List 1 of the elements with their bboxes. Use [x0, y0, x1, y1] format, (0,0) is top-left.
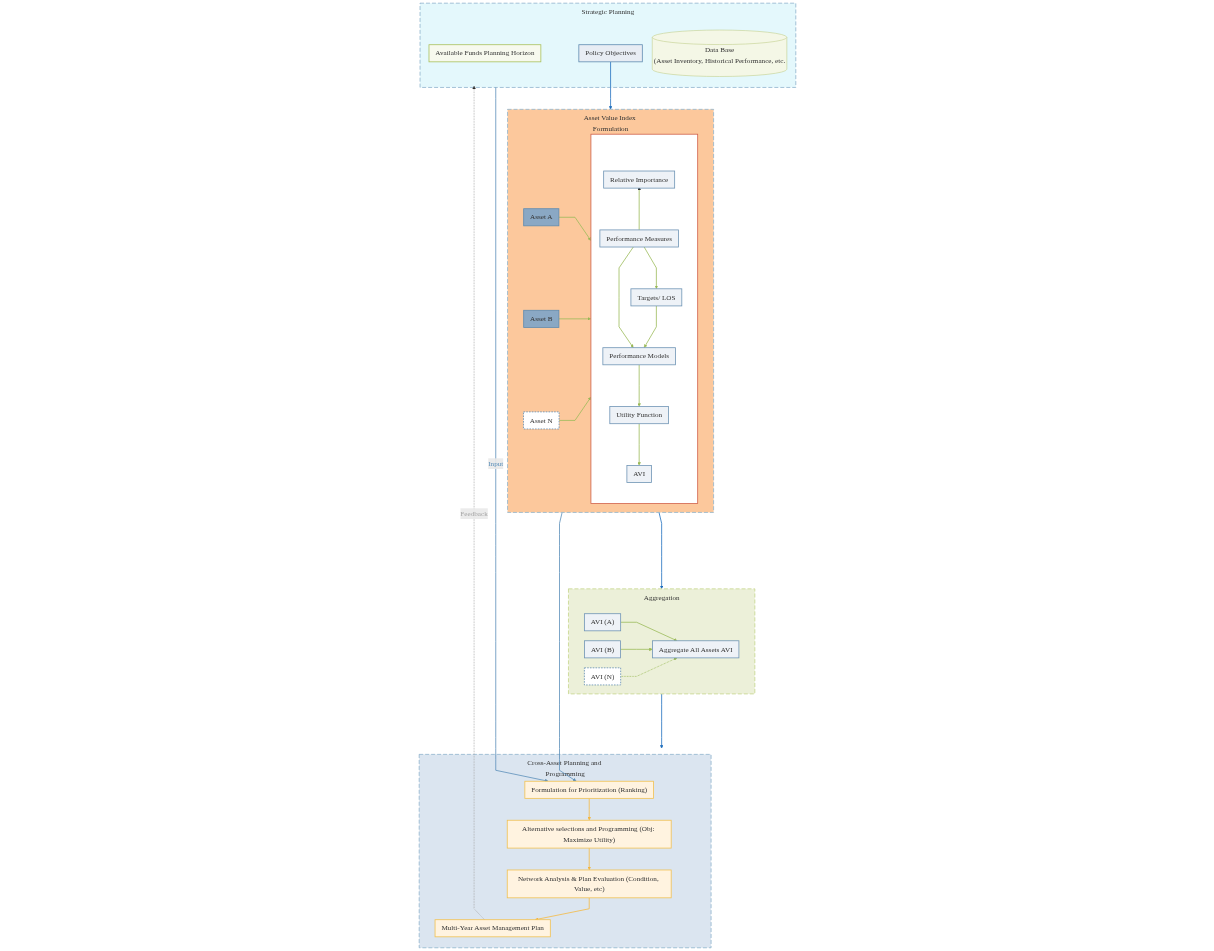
cluster	[590, 133, 698, 504]
